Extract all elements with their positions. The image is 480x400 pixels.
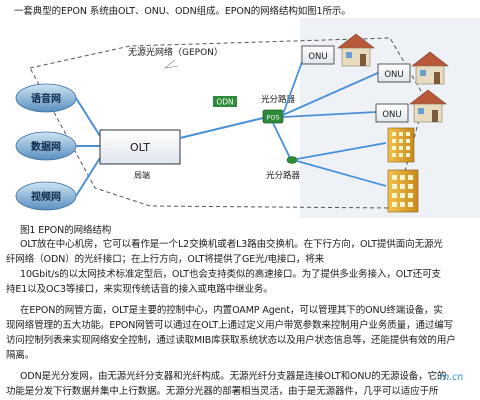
house-1-icon: [337, 33, 375, 67]
onu-3-label: ONU: [382, 110, 401, 120]
para2-line1: 在EPON的网管方面，OLT是主要的控制中心，内置OAMP Agent，可以管理…: [20, 305, 443, 316]
fiber-to-splitter2: [272, 122, 291, 159]
odn-tag: [213, 96, 237, 107]
voice-link: [75, 97, 101, 137]
olt-label: OLT: [130, 141, 150, 154]
house-3-icon: [409, 89, 447, 123]
para2-line2: 现网络管理的五大功能。EPON网管可以通过在OLT上通过定义用户带宽参数来控制用…: [6, 320, 454, 331]
video-network-cloud: 视频网: [15, 181, 77, 211]
voice-network-label: 语音网: [31, 92, 61, 105]
house-2-icon: [411, 51, 449, 85]
splitter1-label: 光分路器: [261, 94, 296, 105]
figure-caption: 图1 EPON的网络结构: [20, 225, 112, 236]
para1-line2: 纤网络（ODN）的光纤接口；在上行方向，OLT将提供了GE光/电接口，将来: [6, 254, 325, 265]
building-1-icon: [387, 127, 415, 163]
para1-line4: 持E1以及OC3等接口，来实现传统话音的接入或电路中继业务。: [6, 284, 273, 295]
onu-1: ONU: [301, 45, 335, 65]
para1-line3: 10Gbit/s的以太网技术标准定型后，OLT也会支持类似的高速接口。为了提供多…: [20, 269, 441, 280]
gepon-label: 无源光网络（GEPON）: [128, 46, 223, 58]
para2-line3: 访问控制列表来实现网络安全控制，通过读取MIB库获取系统状态以及用户状态信息等，…: [6, 335, 456, 346]
onu-3: ONU: [375, 103, 409, 123]
onu-1-label: ONU: [308, 52, 327, 62]
olt-box: [99, 129, 181, 165]
pos-label: POS: [266, 114, 279, 122]
fiber-building-1: [296, 142, 387, 160]
building-2-icon: [387, 169, 419, 213]
splitter2-node: [286, 156, 298, 164]
data-network-cloud: 数据网: [15, 131, 77, 161]
olt-to-splitter1-fiber: [179, 117, 264, 139]
splitter2-label: 光分路器: [266, 170, 301, 181]
fiber-onu-2: [282, 71, 381, 116]
fiber-onu-1: [282, 61, 303, 115]
para3-line2: 功能是分发下行数据并集中上行数据。无源分光器的部署相当灵活，由于是无源器件，几乎…: [6, 386, 439, 397]
fiber-onu-3: [282, 111, 377, 118]
para2-line4: 隔离。: [6, 350, 35, 361]
intro-text: 一套典型的EPON 系统由OLT、ONU、ODN组成。EPON的网络结构如图1所…: [14, 6, 351, 17]
office-label: 局端: [134, 170, 150, 180]
epon-network-diagram: 无源光网络（GEPON） 语音网 数据网 视频网 OLT 局端 ODN 光分路器…: [15, 18, 480, 218]
voice-network-cloud: 语音网: [15, 83, 77, 113]
onu-2: ONU: [377, 63, 411, 83]
data-network-label: 数据网: [31, 140, 61, 153]
video-network-label: 视频网: [31, 190, 61, 203]
odn-label: ODN: [216, 98, 233, 107]
watermark: m.cn: [440, 372, 464, 383]
para1-line1: OLT放在中心机房，它可以看作是一个L2交换机或者L3路由交换机。在下行方向，O…: [20, 239, 443, 250]
video-link: [75, 157, 101, 197]
fiber-building-2: [296, 160, 387, 187]
gepon-callout-pointer: [163, 59, 179, 69]
onu-2-label: ONU: [384, 70, 403, 80]
para3-line1: ODN是光分发网，由无源光纤分支器和光纤构成。无源光纤分支器是连接OLT和ONU…: [20, 371, 447, 382]
